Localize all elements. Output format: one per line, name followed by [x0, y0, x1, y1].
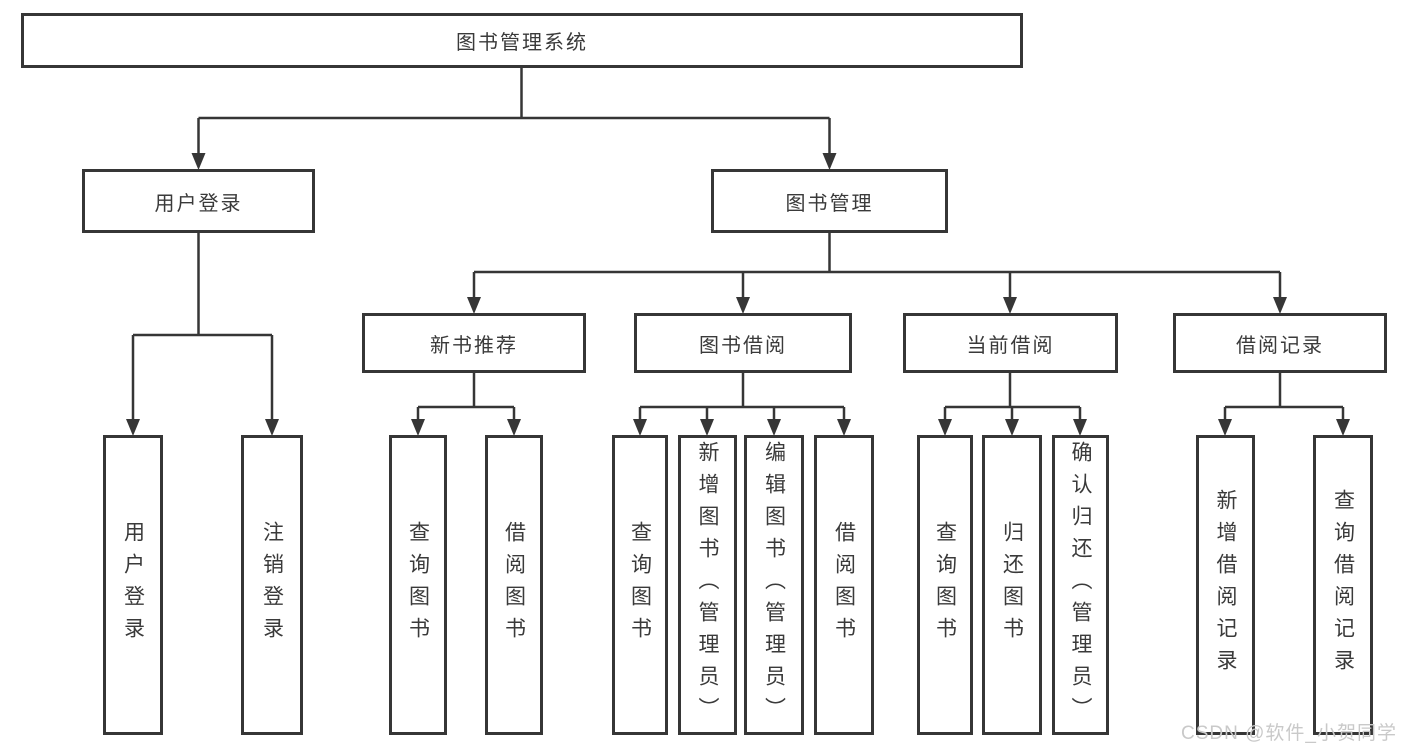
node-new-book-recommend: 新书推荐	[362, 313, 586, 373]
leaf-query-books-current: 查询图书	[917, 435, 973, 735]
leaf-logout: 注销登录	[241, 435, 303, 735]
leaf-query-books-borrow: 查询图书	[612, 435, 668, 735]
leaf-borrow-books-recommend: 借阅图书	[485, 435, 543, 735]
leaf-user-login: 用户登录	[103, 435, 163, 735]
leaf-query-books-recommend: 查询图书	[389, 435, 447, 735]
node-book-management-branch: 图书管理	[711, 169, 948, 233]
node-book-borrow: 图书借阅	[634, 313, 852, 373]
leaf-edit-books-admin: 编辑图书（管理员）	[744, 435, 804, 735]
leaf-add-books-admin: 新增图书（管理员）	[678, 435, 737, 735]
leaf-add-borrow-record: 新增借阅记录	[1196, 435, 1255, 735]
leaf-return-books: 归还图书	[982, 435, 1042, 735]
csdn-watermark: CSDN @软件_小贺同学	[1181, 723, 1397, 744]
node-current-borrow: 当前借阅	[903, 313, 1118, 373]
leaf-borrow-books: 借阅图书	[814, 435, 874, 735]
leaf-query-borrow-record: 查询借阅记录	[1313, 435, 1373, 735]
node-root-library-system: 图书管理系统	[21, 13, 1023, 68]
leaf-confirm-return-admin: 确认归还（管理员）	[1052, 435, 1109, 735]
node-user-login-branch: 用户登录	[82, 169, 315, 233]
arrowhead-icons	[126, 153, 1350, 436]
node-borrow-records: 借阅记录	[1173, 313, 1387, 373]
